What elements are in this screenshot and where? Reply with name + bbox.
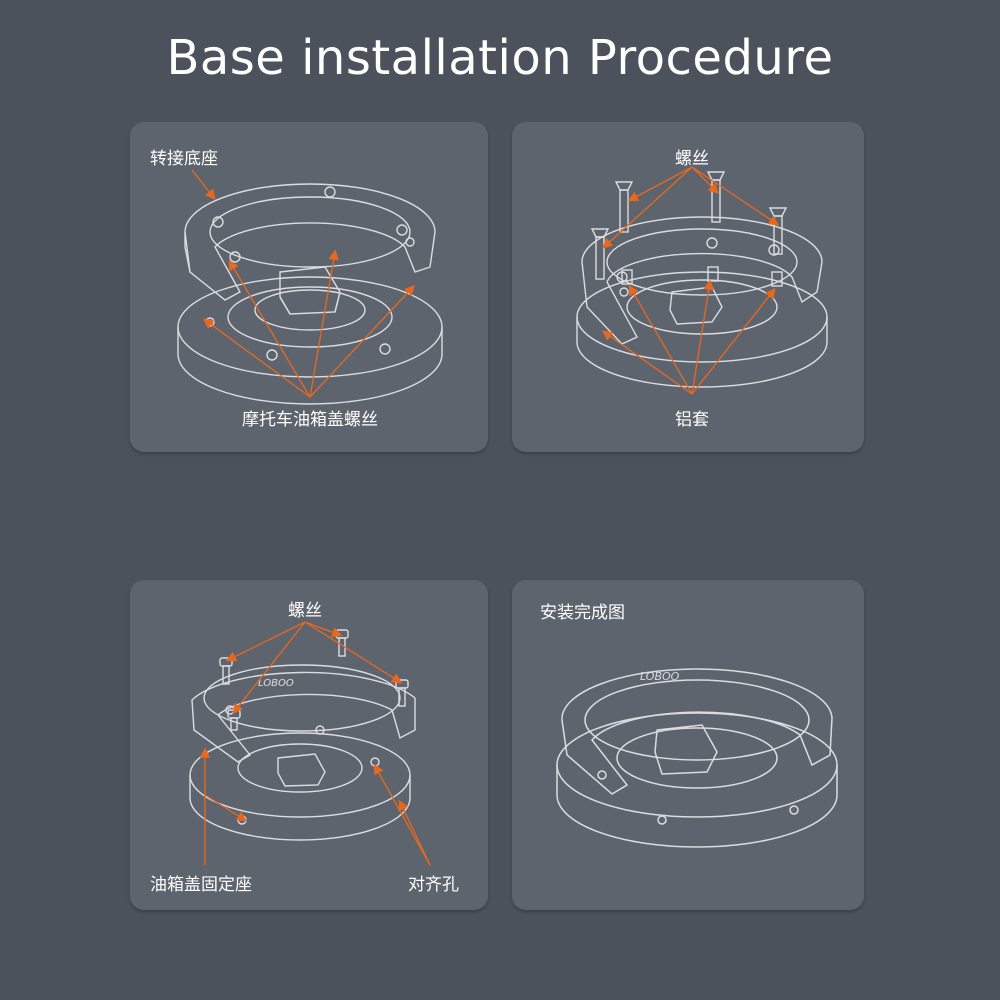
step-panel-1: 转接底座 摩托车油箱盖螺丝 bbox=[130, 122, 488, 452]
screws-sleeves-diagram bbox=[576, 166, 828, 395]
label-fuel-cap-mount: 油箱盖固定座 bbox=[150, 875, 252, 895]
page-title: Base installation Procedure bbox=[166, 30, 834, 86]
label-screws: 螺丝 bbox=[675, 149, 709, 169]
step-panel-3: LOBOO 螺丝 油箱盖固定座 对齐孔 bbox=[130, 580, 488, 910]
label-fuel-cap-screws: 摩托车油箱盖螺丝 bbox=[242, 410, 378, 430]
svg-text:LOBOO: LOBOO bbox=[640, 670, 680, 683]
label-adapter-base: 转接底座 bbox=[150, 149, 218, 169]
adapter-base-diagram bbox=[177, 169, 443, 405]
svg-text:LOBOO: LOBOO bbox=[258, 678, 294, 689]
step-panel-2: 螺丝 铝套 bbox=[512, 122, 864, 452]
completed-installation-diagram: LOBOO bbox=[556, 668, 838, 848]
label-screws: 螺丝 bbox=[288, 601, 322, 621]
label-completed-installation: 安装完成图 bbox=[540, 603, 625, 623]
mount-alignment-diagram: LOBOO bbox=[189, 621, 431, 866]
step-panel-4: LOBOO 安装完成图 bbox=[512, 580, 864, 910]
label-alignment-holes: 对齐孔 bbox=[408, 875, 459, 895]
label-aluminum-sleeves: 铝套 bbox=[675, 410, 709, 430]
